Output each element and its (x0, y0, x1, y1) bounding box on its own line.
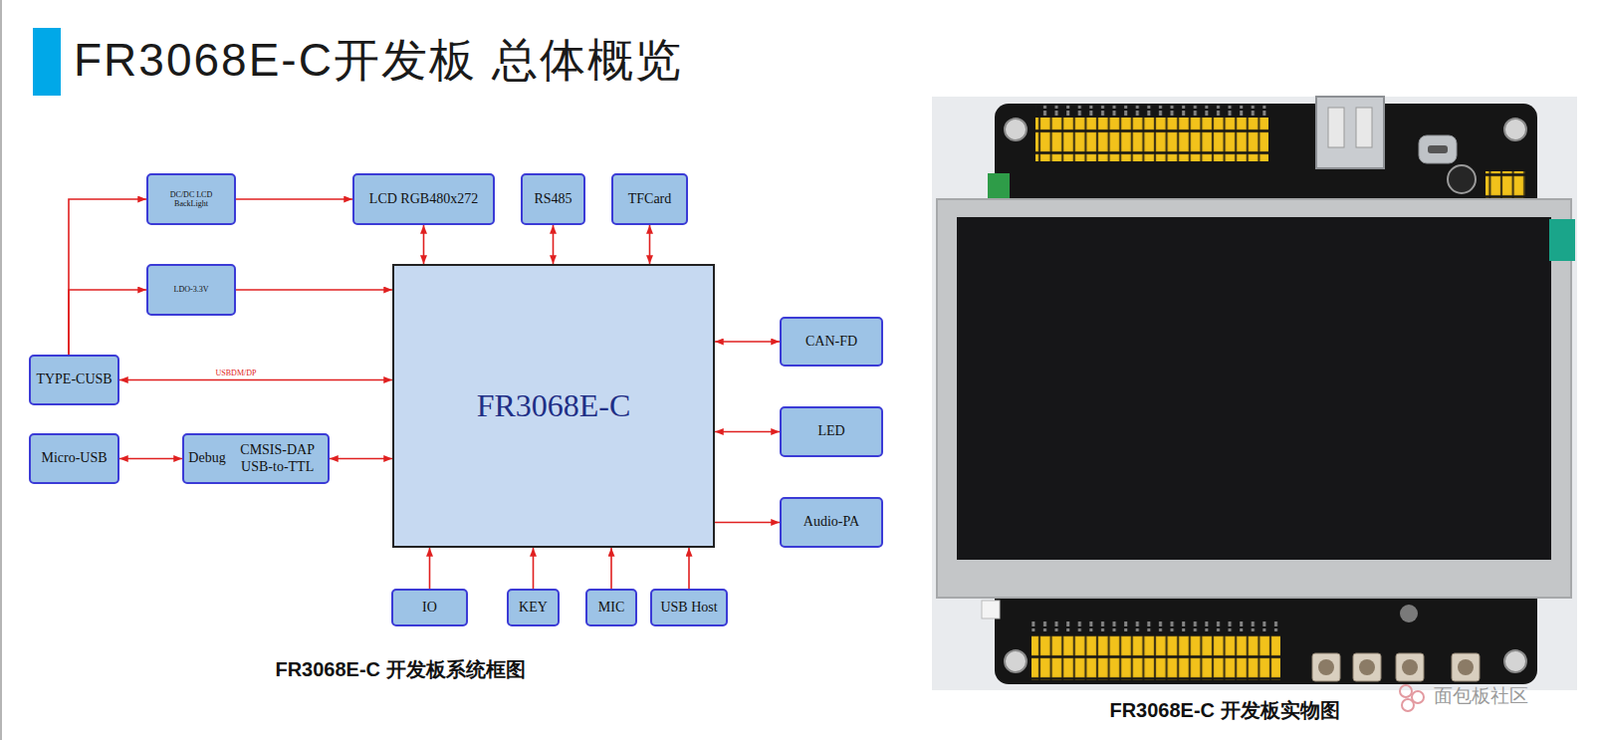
box-label: Debug (188, 450, 226, 466)
signal-arrow (235, 288, 393, 291)
peripheral-box: LCD RGB480x272 (352, 173, 495, 226)
signal-arrow (649, 225, 652, 264)
peripheral-box: IO (391, 588, 468, 627)
box-content: LCD RGB480x272 (369, 191, 478, 208)
box-label: CMSIS-DAP USB-to-TTL (231, 442, 324, 474)
box-label: TFCard (628, 191, 673, 208)
box-content: Micro-USB (40, 450, 107, 466)
peripheral-box: USB Host (650, 588, 728, 627)
box-label: LED (817, 423, 845, 440)
peripheral-box: RS485 (520, 173, 586, 226)
signal-arrow (687, 547, 690, 589)
box-content: RS485 (533, 191, 572, 208)
peripheral-box: KEY (506, 588, 560, 627)
connector-box: Micro-USB (28, 433, 120, 484)
box-content: IO (422, 599, 438, 616)
box-label: FR3068E-C (476, 387, 632, 425)
signal-label: USBDM/DP (214, 369, 259, 378)
box-label: CAN-FD (805, 333, 858, 350)
page-title: FR3068E-C开发板 总体概览 (73, 29, 684, 92)
watermark-text: 面包板社区 (1433, 683, 1529, 709)
box-content: Audio-PA (803, 513, 860, 530)
box-label: Micro-USB (40, 450, 107, 466)
diagram-caption: FR3068E-C 开发板系统框图 (274, 656, 525, 684)
board-photo (931, 96, 1578, 690)
signal-arrow (68, 289, 147, 355)
box-content: LED (817, 423, 845, 440)
box-label: IO (422, 599, 438, 616)
box-label: DC/DC LCD BackLight (162, 190, 221, 209)
peripheral-box: LED (779, 406, 884, 458)
signal-arrow (429, 547, 432, 589)
debugger-box: Debug CMSIS-DAP USB-to-TTL (182, 433, 330, 484)
box-label: USB Host (660, 599, 717, 616)
title-bar (32, 27, 61, 96)
box-label: TYPE-CUSB (35, 371, 112, 388)
box-content: KEY (518, 599, 548, 616)
box-content: DC/DC LCD BackLight (162, 190, 221, 209)
box-content: TFCard (628, 191, 673, 208)
box-content: CAN-FD (805, 333, 858, 350)
page-border (0, 0, 2, 740)
signal-arrow (714, 340, 780, 343)
box-content: MIC (598, 599, 625, 616)
box-label: LDO-3.3V (174, 284, 210, 294)
signal-arrow (610, 547, 613, 589)
signal-arrow (68, 199, 147, 355)
box-label: KEY (518, 599, 548, 616)
signal-arrow (235, 198, 353, 201)
box-label: MIC (598, 599, 625, 616)
box-label: Audio-PA (803, 513, 860, 530)
peripheral-box: MIC (585, 588, 638, 627)
box-content: LDO-3.3V (174, 284, 210, 294)
signal-arrow (552, 225, 555, 264)
signal-arrow (119, 457, 183, 460)
signal-arrow (423, 225, 426, 264)
chip-box: FR3068E-C (392, 263, 715, 548)
box-label: RS485 (533, 191, 572, 208)
power-box: DC/DC LCD BackLight (146, 173, 236, 226)
box-content: FR3068E-C (476, 387, 632, 425)
watermark-logo (1399, 685, 1424, 711)
box-content: Debug CMSIS-DAP USB-to-TTL (188, 442, 323, 474)
peripheral-box: Audio-PA (779, 496, 884, 548)
box-content: USB Host (660, 599, 717, 616)
box-content: TYPE-CUSB (35, 371, 112, 388)
signal-arrow (714, 431, 780, 434)
signal-arrow (119, 379, 393, 382)
signal-arrow (329, 457, 393, 460)
peripheral-box: TFCard (611, 173, 688, 226)
peripheral-box: CAN-FD (779, 316, 884, 367)
photo-caption: FR3068E-C 开发板实物图 (1109, 696, 1340, 724)
connector-box: TYPE-CUSB (28, 354, 120, 406)
signal-arrow (532, 547, 535, 589)
signal-arrow (714, 521, 780, 524)
box-label: LCD RGB480x272 (369, 191, 478, 208)
power-box: LDO-3.3V (146, 263, 236, 316)
